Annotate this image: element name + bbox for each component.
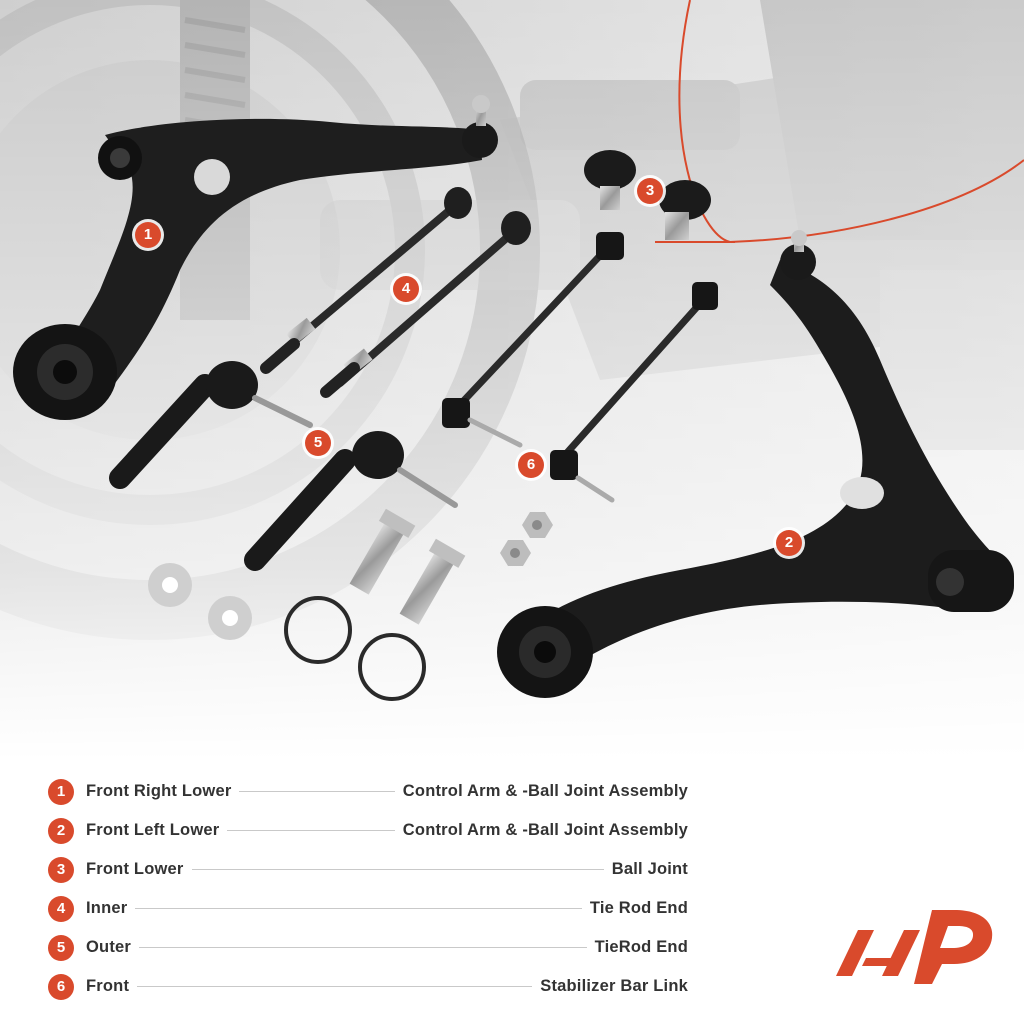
legend-number: 1 xyxy=(48,778,74,805)
legend-part: TieRod End xyxy=(594,938,688,956)
ball-joints xyxy=(584,150,711,240)
parts-legend: 1 Front Right Lower Control Arm & -Ball … xyxy=(48,772,688,1006)
inner-tie-rods xyxy=(260,187,531,398)
control-arm-left xyxy=(497,230,1014,698)
legend-part: Stabilizer Bar Link xyxy=(540,977,688,995)
leader-line xyxy=(227,830,395,831)
legend-position: Front Right Lower xyxy=(86,782,232,800)
leader-line xyxy=(191,869,604,870)
hardware xyxy=(148,508,553,701)
control-arm-right xyxy=(13,95,498,420)
callout-1: 1 xyxy=(135,222,161,248)
a-premium-logo xyxy=(836,910,993,984)
leader-line xyxy=(137,986,533,987)
legend-number: 4 xyxy=(48,895,74,922)
callout-4: 4 xyxy=(393,276,419,302)
legend-part: Tie Rod End xyxy=(589,899,688,917)
legend-number: 3 xyxy=(48,856,74,883)
legend-number: 2 xyxy=(48,817,74,844)
legend-position: Inner xyxy=(86,899,128,917)
legend-position: Front xyxy=(86,977,130,995)
legend-number: 5 xyxy=(48,934,74,961)
callout-3: 3 xyxy=(637,178,663,204)
legend-position: Front Lower xyxy=(86,860,184,878)
leader-line xyxy=(139,947,587,948)
legend-number: 6 xyxy=(48,973,74,1000)
callout-5: 5 xyxy=(305,430,331,456)
leader-line xyxy=(239,791,395,792)
callout-6: 6 xyxy=(518,452,544,478)
legend-row: 4 Inner Tie Rod End xyxy=(48,889,688,928)
legend-row: 6 Front Stabilizer Bar Link xyxy=(48,967,688,1006)
product-photo xyxy=(0,0,1024,760)
legend-position: Front Left Lower xyxy=(86,821,220,839)
legend-part: Control Arm & -Ball Joint Assembly xyxy=(402,821,688,839)
leader-line xyxy=(135,908,582,909)
legend-row: 1 Front Right Lower Control Arm & -Ball … xyxy=(48,772,688,811)
callout-2: 2 xyxy=(776,530,802,556)
legend-part: Control Arm & -Ball Joint Assembly xyxy=(402,782,688,800)
legend-part: Ball Joint xyxy=(611,860,688,878)
stabilizer-links xyxy=(442,232,718,503)
legend-position: Outer xyxy=(86,938,132,956)
legend-row: 2 Front Left Lower Control Arm & -Ball J… xyxy=(48,811,688,850)
legend-row: 3 Front Lower Ball Joint xyxy=(48,850,688,889)
outer-tie-rods xyxy=(109,361,458,571)
legend-row: 5 Outer TieRod End xyxy=(48,928,688,967)
